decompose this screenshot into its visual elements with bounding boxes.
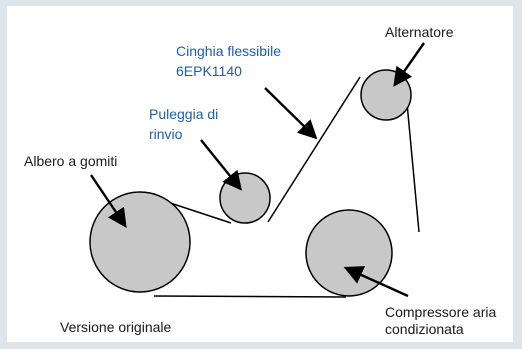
alternator-pulley — [360, 69, 412, 121]
arrow-crankshaft — [90, 174, 127, 228]
belt-segment-ac-crank — [153, 295, 347, 298]
arrow-idler — [200, 139, 243, 191]
crankshaft-label: Albero a gomiti — [24, 153, 117, 169]
arrow-belt — [264, 87, 318, 140]
diagram-panel — [7, 6, 513, 342]
version-label: Versione originale — [60, 319, 172, 335]
ac-compressor-label-line1: Compressore aria — [385, 304, 496, 320]
arrow-ac-compressor — [343, 266, 409, 298]
crankshaft-pulley — [89, 191, 191, 293]
arrow-alternator — [393, 42, 425, 87]
belt-segment-alt-ac — [406, 102, 420, 233]
ac-compressor-label-line2: condizionata — [385, 321, 464, 337]
belt-label-line2: 6EPK1140 — [176, 63, 242, 79]
belt-label-line1: Cinghia flessibile — [176, 43, 281, 59]
ac-compressor-pulley — [305, 209, 393, 297]
idler-label-line2: rinvio — [149, 126, 183, 142]
idler-label-line1: Puleggia di — [149, 106, 218, 122]
alternator-label: Alternatore — [385, 24, 454, 40]
belt-segment-idler-alt — [267, 76, 361, 223]
idler-pulley — [219, 172, 271, 224]
